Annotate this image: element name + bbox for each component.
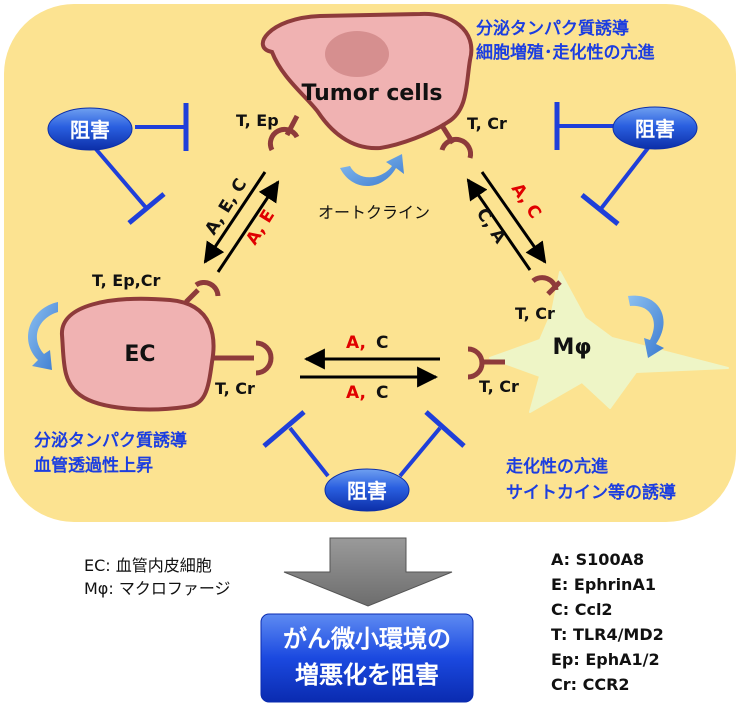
- ec-note-line2: 血管透過性上昇: [34, 455, 153, 476]
- legend-left-item: EC: 血管内皮細胞: [84, 556, 212, 575]
- ec-receptor-right-label: T, Cr: [215, 379, 255, 398]
- inhibit-bottom: 阻害: [262, 410, 466, 512]
- legend-right-item: A: S100A8: [551, 550, 644, 569]
- bottom-bottom-label-red: A,: [346, 383, 366, 403]
- tumor-receptor-left: [267, 114, 300, 152]
- legend-right-item: Ep: EphA1/2: [551, 650, 660, 669]
- macrophage-label: Mφ: [552, 335, 591, 360]
- bottom-top-label-red: A,: [346, 333, 366, 353]
- inhibit-right: 阻害: [554, 102, 698, 226]
- mphi-note-line1: 走化性の亢進: [506, 456, 608, 477]
- arrow-ec-to-tumor: [216, 180, 280, 273]
- ec-note-line1: 分泌タンパク質誘導: [34, 430, 187, 451]
- inhibit-right-oval: [612, 106, 698, 150]
- autocrine-curl-arrow: [340, 154, 404, 186]
- mphi-receptor-top: [531, 275, 562, 296]
- tumor-receptor-right-label: T, Cr: [467, 114, 507, 133]
- inhibit-left: 阻害: [47, 103, 189, 225]
- legend-right: A: S100A8 E: EphrinA1 C: Ccl2 T: TLR4/MD…: [551, 550, 664, 694]
- inhibit-bottom-oval: [324, 468, 410, 512]
- legend-right-item: C: Ccl2: [551, 600, 613, 619]
- ec-receptor-top: [184, 279, 221, 304]
- macrophage-cell: Mφ: [489, 271, 729, 413]
- ec-autocrine-curl-arrow: [28, 302, 58, 370]
- mphi-note-line2: サイトカイン等の誘導: [506, 482, 676, 503]
- nucleus: [325, 31, 389, 77]
- conclusion-line2: 増悪化を阻害: [295, 661, 439, 689]
- ec-cell-label: EC: [124, 342, 155, 367]
- legend-right-item: Cr: CCR2: [551, 675, 630, 694]
- big-down-arrow: [283, 537, 453, 607]
- arrow-tumor-to-ec: [203, 171, 267, 264]
- arrow-tumor-to-mphi: [480, 171, 547, 264]
- mphi-receptor-left-label: T, Cr: [479, 377, 519, 396]
- legend-right-item: E: EphrinA1: [551, 575, 656, 594]
- tumor-note-line2: 細胞増殖･走化性の亢進: [476, 42, 655, 63]
- bottom-top-label-black: C: [376, 333, 388, 353]
- inhibit-left-label: 阻害: [70, 118, 110, 142]
- ec-receptor-right: [212, 340, 274, 376]
- legend-left-item: Mφ: マクロファージ: [84, 579, 231, 598]
- inhibit-right-label: 阻害: [635, 117, 675, 141]
- autocrine-label: オートクライン: [318, 203, 430, 222]
- tumor-cell: Tumor cells: [260, 11, 474, 151]
- conclusion-box: がん微小環境の 増悪化を阻害: [260, 613, 474, 703]
- tumor-note-line1: 分泌タンパク質誘導: [476, 18, 629, 39]
- ec-cell: EC: [59, 296, 216, 412]
- mphi-receptor-left: [467, 346, 505, 380]
- legend-right-item: T: TLR4/MD2: [551, 625, 664, 644]
- tumor-receptor-right: [438, 122, 474, 159]
- legend-left: EC: 血管内皮細胞 Mφ: マクロファージ: [84, 556, 231, 598]
- conclusion-line1: がん微小環境の: [283, 625, 451, 653]
- mphi-autocrine-curl-arrow: [628, 295, 664, 358]
- mphi-receptor-top-label: T, Cr: [515, 304, 555, 323]
- bottom-bottom-label-black: C: [376, 383, 388, 403]
- ec-receptor-top-label: T, Ep,Cr: [92, 271, 160, 290]
- arrow-mphi-to-tumor: [466, 178, 532, 271]
- inhibit-left-oval: [47, 107, 133, 151]
- tumor-cell-label: Tumor cells: [302, 81, 443, 106]
- inhibit-bottom-label: 阻害: [347, 479, 387, 503]
- tumor-receptor-left-label: T, Ep: [236, 111, 279, 130]
